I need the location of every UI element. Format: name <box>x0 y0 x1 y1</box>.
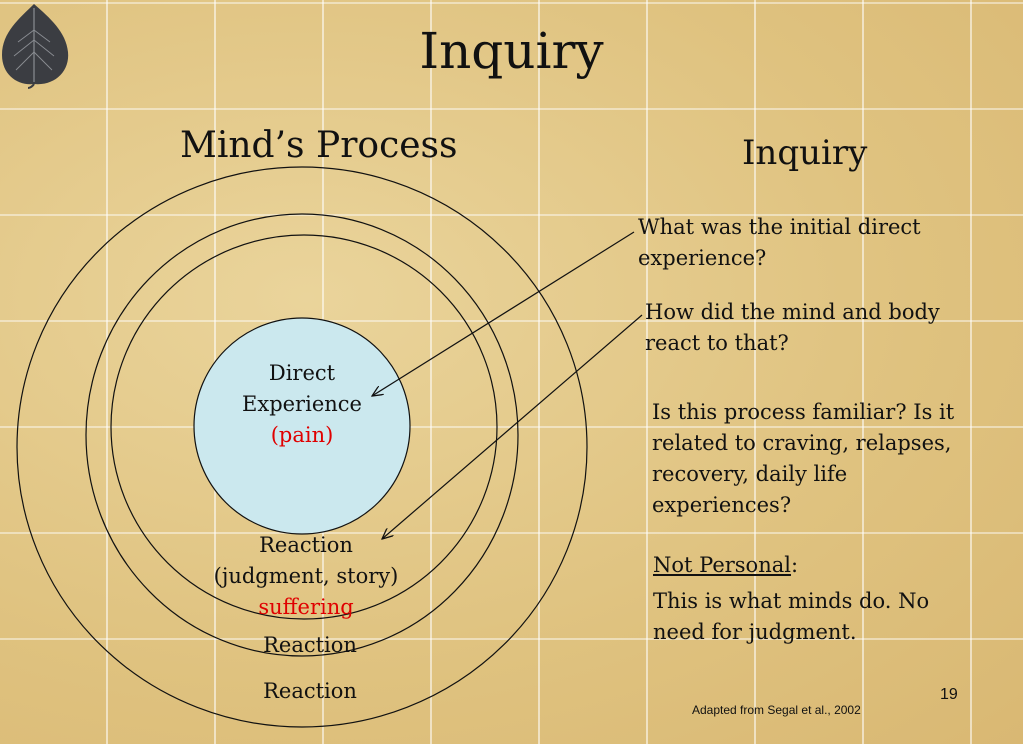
inner-reaction-ring <box>110 234 498 620</box>
page-number: 19 <box>940 686 958 703</box>
suffering-note: suffering <box>258 595 354 619</box>
direct-experience-circle <box>193 317 411 535</box>
minds-process-heading: Mind’s Process <box>180 125 458 166</box>
arrow-to-reaction <box>382 314 643 539</box>
pain-note: (pain) <box>270 423 334 447</box>
source-credit: Adapted from Segal et al., 2002 <box>692 703 861 717</box>
direct-experience-label: Direct Experience (pain) <box>202 358 402 451</box>
not-personal-heading: Not Personal: <box>653 553 798 577</box>
middle-reaction-ring <box>85 213 519 657</box>
question-process-familiar: Is this process familiar? Is it related … <box>652 400 955 517</box>
not-personal-heading-text: Not Personal <box>653 553 791 577</box>
question-mind-body-reaction: How did the mind and body react to that? <box>645 300 940 355</box>
inquiry-heading: Inquiry <box>742 133 868 173</box>
not-personal-colon: : <box>790 553 799 577</box>
reaction-ring2-label: Reaction <box>263 633 357 657</box>
bodhi-leaf-icon <box>2 4 69 89</box>
direct-experience-line2: Experience <box>242 392 362 416</box>
not-personal-body: This is what minds do. No need for judgm… <box>653 589 930 644</box>
reaction-ring1-line2: (judgment, story) <box>213 564 399 588</box>
reaction-ring1-label: Reaction (judgment, story) suffering <box>196 530 416 623</box>
outer-reaction-ring <box>16 166 588 728</box>
direct-experience-line1: Direct <box>268 361 336 385</box>
arrow-to-direct-experience <box>372 231 635 396</box>
reaction-ring1-line1: Reaction <box>259 533 353 557</box>
question-initial-experience: What was the initial direct experience? <box>638 215 921 270</box>
reaction-ring3-label: Reaction <box>263 679 357 703</box>
slide-title: Inquiry <box>419 22 604 80</box>
